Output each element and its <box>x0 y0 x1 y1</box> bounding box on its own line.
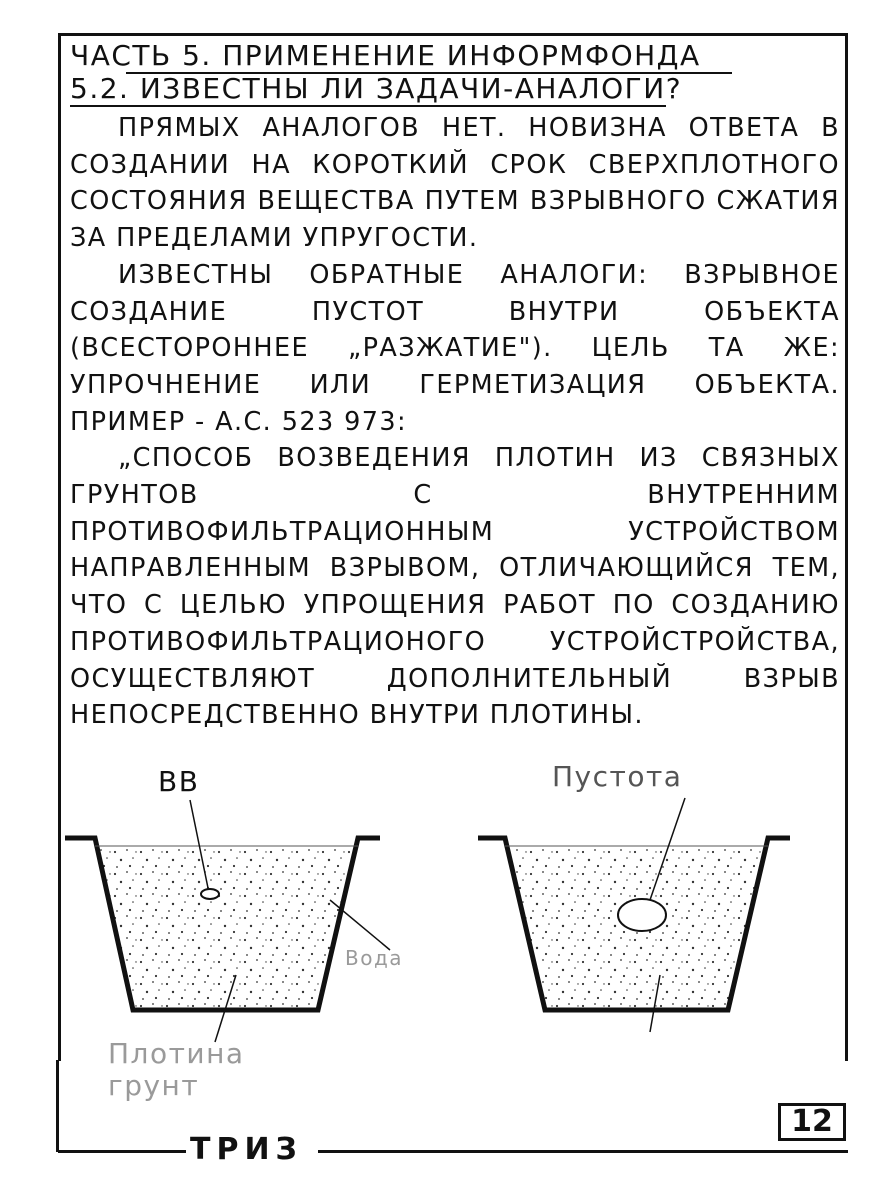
page-number: 12 <box>778 1103 846 1141</box>
dam-diagram <box>65 797 790 1043</box>
section-title: 5.2. Известны ли задачи-аналоги? <box>70 72 683 105</box>
triz-logo: ТРИЗ <box>186 1135 307 1165</box>
bottom-rule-left <box>58 1150 188 1153</box>
right-dam-section <box>478 797 790 1033</box>
left-dam-section <box>65 799 391 1043</box>
label-explosive: ВВ <box>158 765 200 798</box>
part-title: Часть 5. Применение информфонда <box>70 39 701 72</box>
paragraph-inverse-analogs: Известны обратные аналоги: взрывное созд… <box>70 259 840 437</box>
page-frame <box>58 33 848 1061</box>
void-leader-line <box>649 797 686 901</box>
paragraph-no-direct-analogs: Прямых аналогов нет. Новизна ответа в со… <box>70 113 840 254</box>
label-water: Вода <box>345 946 404 970</box>
water-leader-line <box>329 899 391 951</box>
part-title-underline <box>126 72 732 74</box>
label-void: Пустота <box>552 760 683 793</box>
label-dam-soil: Плотина грунт <box>108 1037 245 1102</box>
paragraph-patent-quote: „Способ возведения плотин из связных гру… <box>70 443 840 731</box>
bottom-rule-right <box>318 1150 848 1153</box>
figure-dam-cross-sections: ВВ Вода Плотина грунт Пустота <box>60 760 850 1102</box>
section-title-underline <box>70 105 666 107</box>
right-trench-outline <box>478 835 790 1013</box>
dam-soil-leader-line <box>214 974 237 1043</box>
right-soil-leader-line <box>649 974 661 1033</box>
explosive-leader-line <box>189 799 209 889</box>
explosive-charge <box>200 888 220 900</box>
page-left-rule <box>56 1060 59 1152</box>
body-text: Прямых аналогов нет. Новизна ответа в со… <box>70 110 840 734</box>
void-cavity <box>617 898 667 932</box>
left-soil-fill <box>95 846 358 1010</box>
